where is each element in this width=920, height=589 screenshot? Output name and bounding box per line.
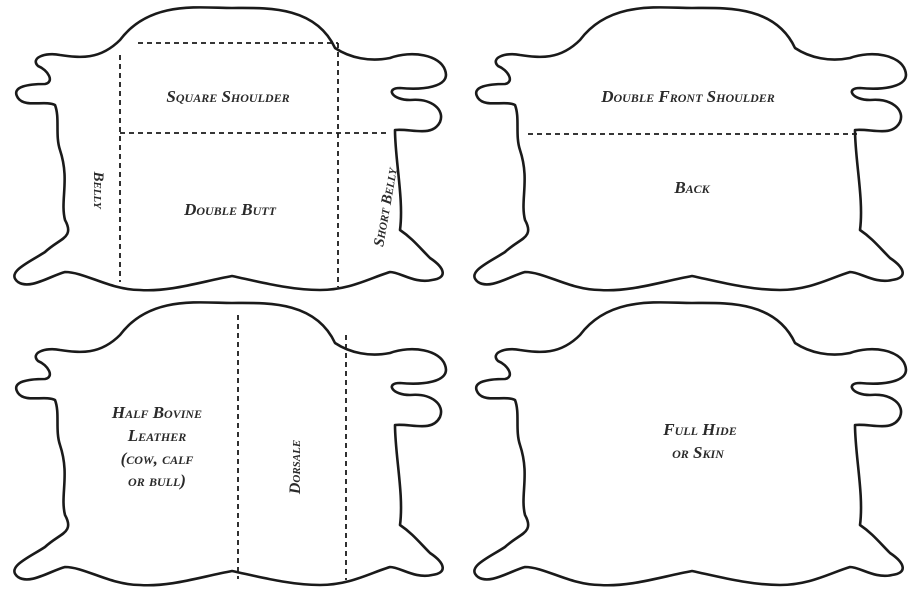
label-full-hide-line2: or Skin <box>672 443 725 462</box>
label-half-bovine-line2: Leather <box>127 426 186 445</box>
hide-outline <box>473 6 908 292</box>
label-belly: Belly <box>90 170 106 209</box>
label-half-bovine-line1: Half Bovine <box>111 403 202 422</box>
panel-cuts-full-hide: Full Hide or Skin <box>473 301 908 587</box>
label-double-butt: Double Butt <box>183 200 277 219</box>
label-square-shoulder: Square Shoulder <box>166 87 289 106</box>
hide-outline <box>13 301 448 587</box>
panel-cuts-half-bovine: Half Bovine Leather (cow, calf or bull) … <box>13 301 448 587</box>
panel-cuts-square-shoulder: Square Shoulder Double Butt Belly Short … <box>13 6 448 292</box>
panel-cuts-double-front-shoulder: Double Front Shoulder Back <box>473 6 908 292</box>
label-half-bovine-line3: (cow, calf <box>121 449 194 468</box>
label-double-front-shoulder: Double Front Shoulder <box>600 87 775 106</box>
label-half-bovine-line4: or bull) <box>128 471 186 490</box>
label-dorsale: Dorsale <box>287 440 304 495</box>
label-full-hide-line1: Full Hide <box>662 420 736 439</box>
label-back: Back <box>673 178 710 197</box>
